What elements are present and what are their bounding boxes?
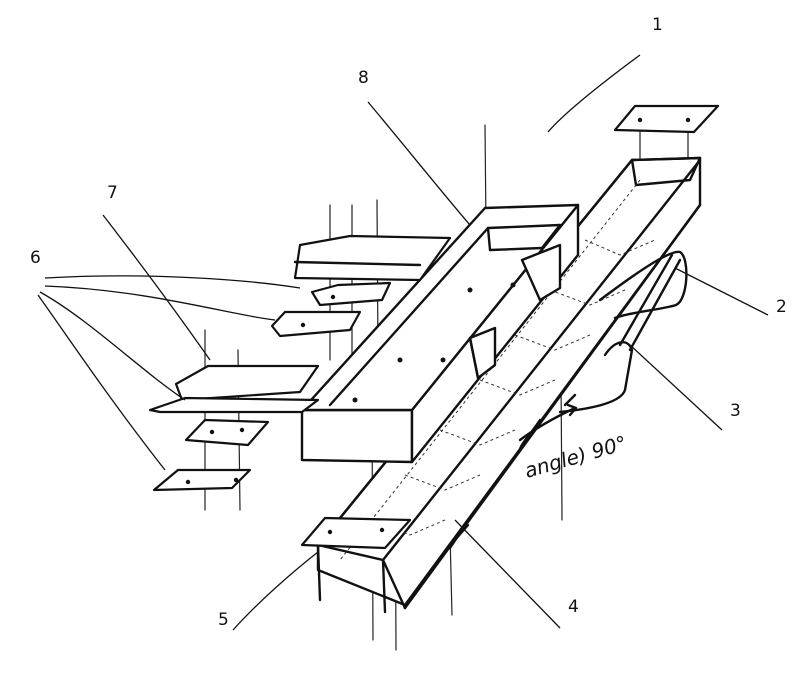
label-8: 8 [358,68,369,88]
end-plate-bottom [300,516,412,550]
label-2: 2 [776,297,787,317]
label-7: 7 [107,183,118,203]
angle-note: angle) 90° [522,431,630,483]
lower-flat-bars [148,364,320,492]
label-5: 5 [218,610,229,630]
label-3: 3 [730,401,741,421]
leader-lines [37,54,769,631]
label-4: 4 [568,597,579,617]
end-plate-top [613,104,720,134]
upper-flat-bars [270,234,452,338]
label-1: 1 [652,15,663,35]
label-6: 6 [30,248,41,268]
cross-box-beam [300,203,580,464]
side-brackets [448,250,688,550]
part-number-labels: 1 2 3 4 5 6 7 8 [30,15,787,630]
